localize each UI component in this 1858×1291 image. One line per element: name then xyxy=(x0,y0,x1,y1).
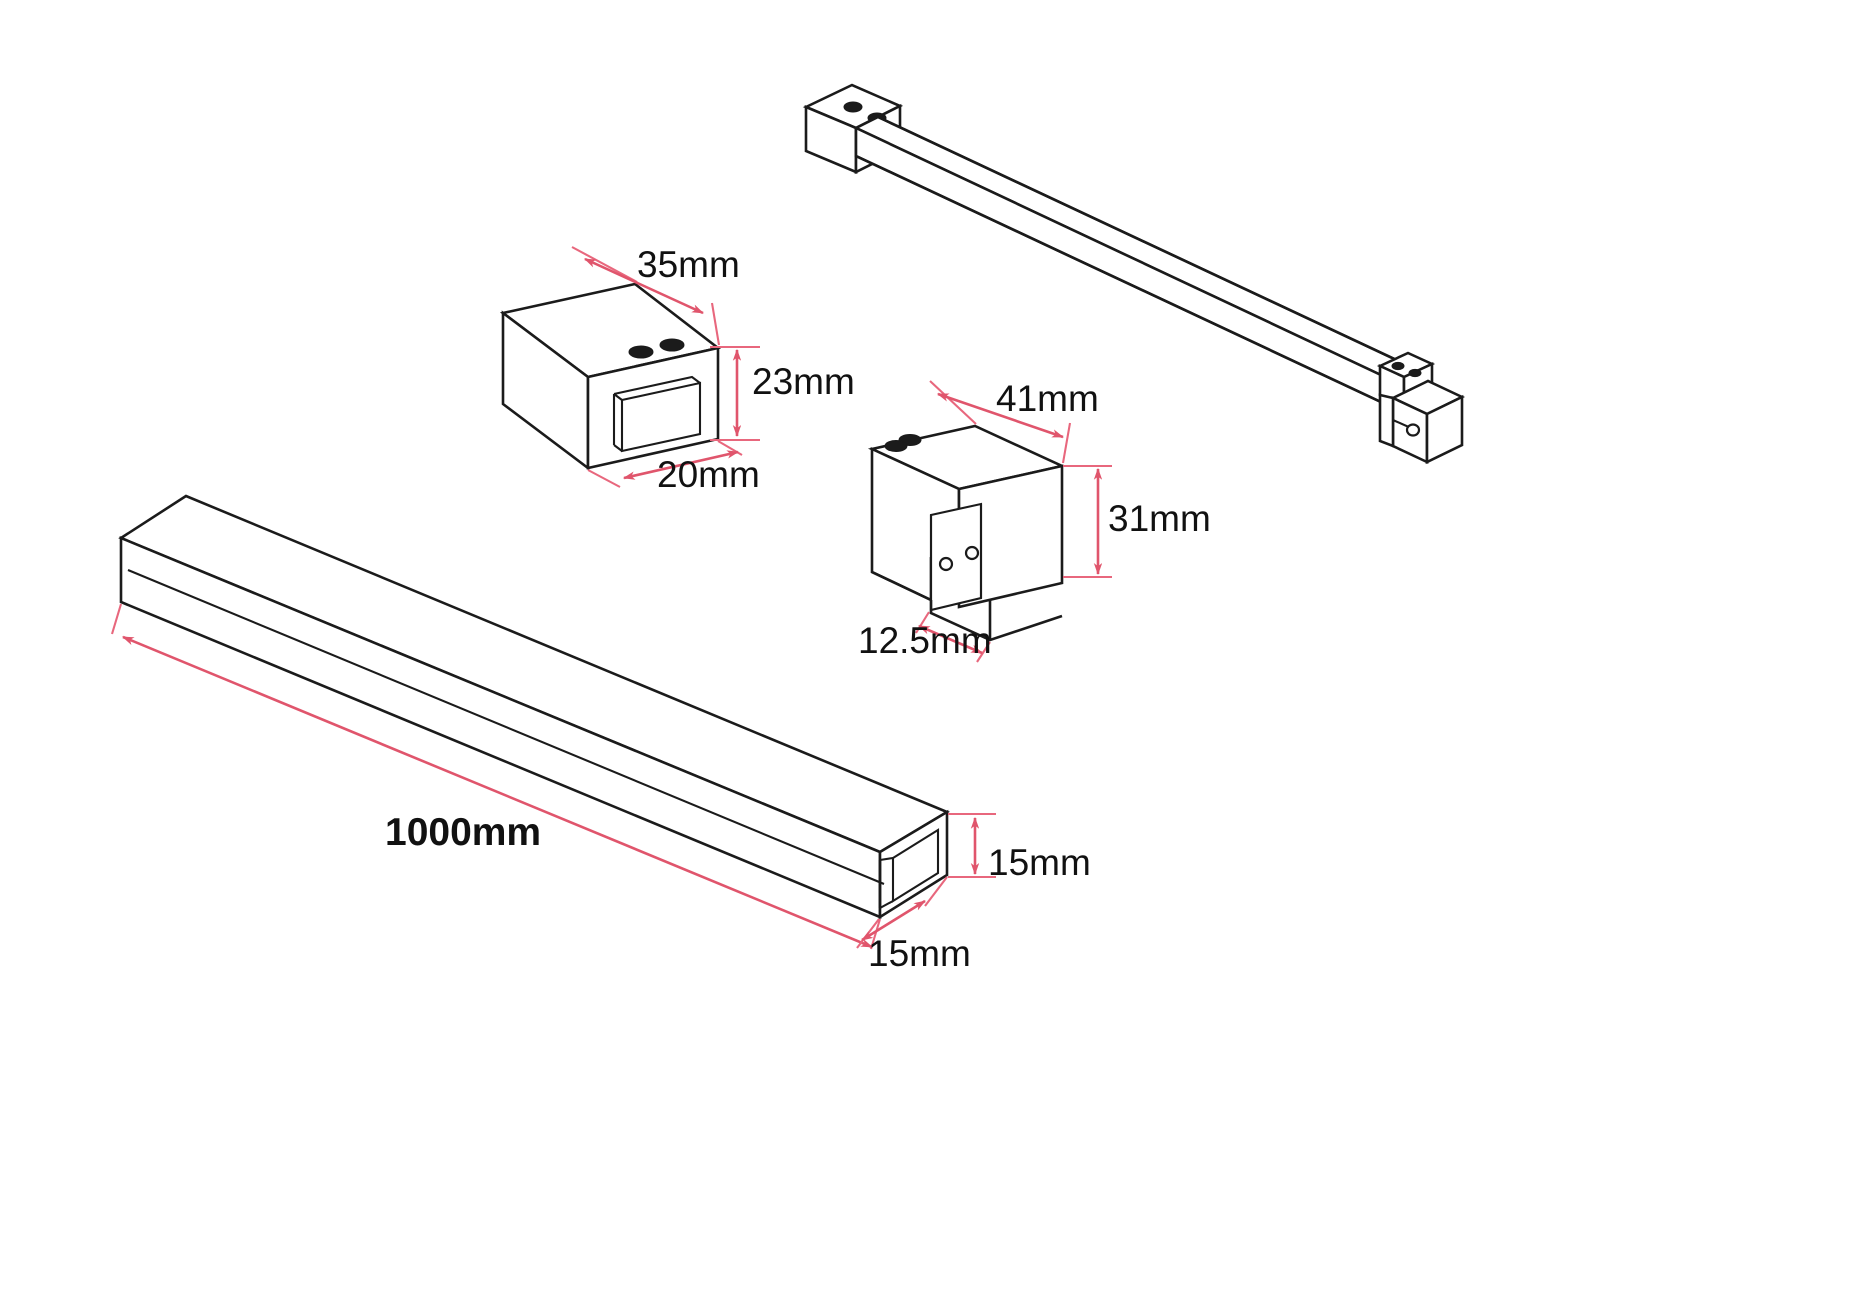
slot-fixing-hole-icon xyxy=(964,545,980,561)
fixing-hole-icon xyxy=(884,440,908,452)
part-assembled-bar xyxy=(802,83,1466,465)
ext-line-right xyxy=(710,302,721,346)
ext-line-right xyxy=(1061,422,1072,464)
dim-arrow-line xyxy=(622,450,739,480)
dimension-tube-width: 15mm xyxy=(856,876,971,974)
dimension-label-23mm: 23mm xyxy=(752,361,855,402)
dim-arrow-line xyxy=(936,392,1064,439)
ext-line-a xyxy=(110,603,123,635)
dimension-wall-bracket-width: 20mm xyxy=(587,440,760,495)
wall-bracket-bore-opening xyxy=(620,381,702,453)
wall-bracket-bore-depth xyxy=(613,393,623,452)
ext-line-b xyxy=(924,876,948,907)
tube-top-edge xyxy=(877,115,1421,373)
glass-bracket-step xyxy=(1378,393,1395,448)
dimension-wall-bracket-length: 35mm xyxy=(571,244,740,346)
dimension-label-41mm: 41mm xyxy=(996,378,1099,419)
dimension-label-15mm-height: 15mm xyxy=(988,842,1091,883)
wall-bracket-inner-wall xyxy=(613,375,701,396)
fixing-hole-icon xyxy=(1391,361,1405,371)
part-square-tube: 1000mm 15mm 15mm xyxy=(110,494,1091,974)
dimension-tube-length: 1000mm xyxy=(110,603,882,950)
grub-screw-hole-icon xyxy=(628,345,654,359)
fixing-hole-icon xyxy=(1408,368,1422,378)
assembled-bar-tube xyxy=(853,115,1423,413)
dim-arrow-line xyxy=(583,257,704,315)
dimension-glass-bracket-length: 41mm xyxy=(929,378,1099,464)
dimension-label-12-5mm: 12.5mm xyxy=(858,620,992,661)
tube-lower-edge xyxy=(855,154,1399,412)
dimension-glass-bracket-slot: 12.5mm xyxy=(858,611,992,663)
grub-screw-hole-icon xyxy=(659,338,685,352)
slot-fixing-hole-icon xyxy=(938,556,954,572)
ext-line-b xyxy=(976,641,991,663)
dim-arrow-line xyxy=(860,899,926,942)
dim-arrow-line xyxy=(121,635,873,949)
glass-bracket-body-side xyxy=(1425,394,1464,465)
dimension-label-20mm: 20mm xyxy=(657,454,760,495)
dimension-label-15mm-width: 15mm xyxy=(868,933,971,974)
glass-bracket-step-edge xyxy=(871,570,932,602)
assembled-bar-glass-bracket-end xyxy=(1376,351,1466,465)
dimension-label-31mm: 31mm xyxy=(1108,498,1211,539)
dimension-tube-height: 15mm xyxy=(948,812,1091,883)
part-glass-bracket: 41mm 31mm 12.5mm xyxy=(858,378,1211,663)
dimension-label-1000mm: 1000mm xyxy=(385,811,541,854)
slot-fixing-hole-icon xyxy=(1405,423,1421,437)
dimension-label-35mm: 35mm xyxy=(637,244,740,285)
ext-line-a xyxy=(587,469,621,488)
dimension-wall-bracket-height: 23mm xyxy=(710,345,855,442)
dimension-glass-bracket-height: 31mm xyxy=(1063,464,1211,579)
part-wall-bracket: 35mm 23mm 20mm xyxy=(499,244,855,495)
dim-arrow-line xyxy=(917,624,983,655)
tube-bore-opening xyxy=(891,828,940,903)
grub-screw-hole-icon xyxy=(843,101,863,113)
